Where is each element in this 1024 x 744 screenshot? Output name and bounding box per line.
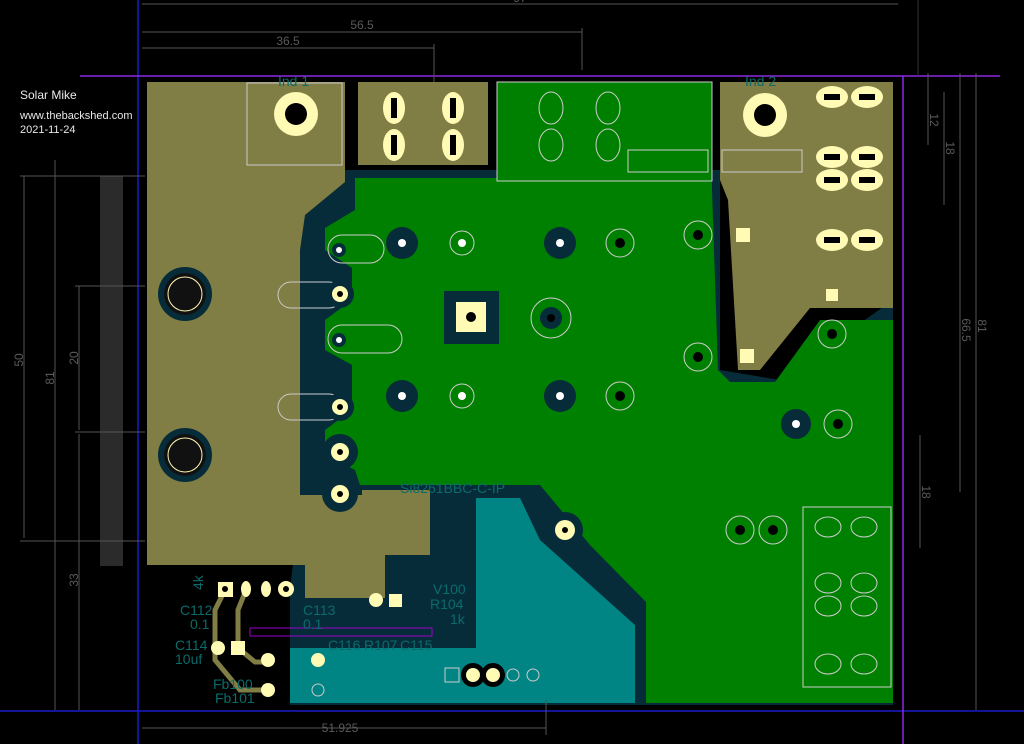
label-fb101: Fb101 xyxy=(215,690,255,706)
label-c116: C116 xyxy=(328,637,361,653)
dim-left-overall: 81 xyxy=(43,371,57,385)
copper-zone-teal xyxy=(290,498,635,703)
label-c112: C112 xyxy=(180,602,213,618)
copper-zone-top xyxy=(358,82,488,165)
dim-right-66-5: 66.5 xyxy=(959,318,973,342)
terminal-hole[interactable] xyxy=(158,428,212,482)
label-r107: R107 xyxy=(364,637,398,653)
dim-right-18-top: 18 xyxy=(943,141,957,155)
label-c115: C115 xyxy=(400,637,433,653)
date-label: 2021-11-24 xyxy=(20,124,76,136)
dim-right-18-bottom: 18 xyxy=(919,485,933,499)
label-c114: C114 xyxy=(175,637,208,653)
label-ic: Si8261BBC-C-IP xyxy=(400,480,505,496)
label-ind1: Ind 1 xyxy=(278,73,309,89)
copper-zone-right xyxy=(720,82,893,370)
dim-right-81: 81 xyxy=(975,319,989,333)
dim-left-outer: 50 xyxy=(12,353,26,367)
pad-holes xyxy=(391,94,875,243)
copper-zone-left xyxy=(147,82,430,598)
dim-top-mid: 56.5 xyxy=(350,18,374,32)
dim-top-overall: 97 xyxy=(513,0,527,5)
website-label: www.thebackshed.com xyxy=(20,110,133,122)
label-r-4k: 4k xyxy=(190,574,206,590)
author-label: Solar Mike xyxy=(20,88,77,102)
dim-bottom: 51.925 xyxy=(322,721,359,735)
label-r104: R104 xyxy=(430,596,464,612)
footprint-outline xyxy=(802,506,892,688)
label-ind2: Ind 2 xyxy=(745,73,776,89)
label-c113: C113 xyxy=(303,602,336,618)
through-hole-pads[interactable] xyxy=(322,220,853,548)
label-fb100: Fb100 xyxy=(213,676,253,692)
dim-left-lower: 33 xyxy=(67,573,81,587)
mounting-pad[interactable] xyxy=(743,93,787,137)
footprint-outline xyxy=(246,82,343,166)
mounting-pad[interactable] xyxy=(274,92,318,136)
keepout-outline xyxy=(249,627,433,637)
dim-right-12: 12 xyxy=(927,113,941,127)
label-c114-val: 10uf xyxy=(175,651,202,667)
label-v100: V100 xyxy=(433,581,466,597)
footprint-outline xyxy=(496,81,713,182)
label-c113-val: 0.1 xyxy=(303,616,323,632)
copper-zone-green xyxy=(325,82,893,703)
dimension-lines xyxy=(20,3,977,735)
terminal-hole[interactable] xyxy=(158,267,212,321)
label-r104-val: 1k xyxy=(450,611,466,627)
component-pads[interactable] xyxy=(211,149,803,697)
dim-left-mid: 20 xyxy=(67,351,81,365)
heatsink-outline xyxy=(100,176,123,566)
label-c112-val: 0.1 xyxy=(190,616,210,632)
dim-top-left: 36.5 xyxy=(276,34,300,48)
